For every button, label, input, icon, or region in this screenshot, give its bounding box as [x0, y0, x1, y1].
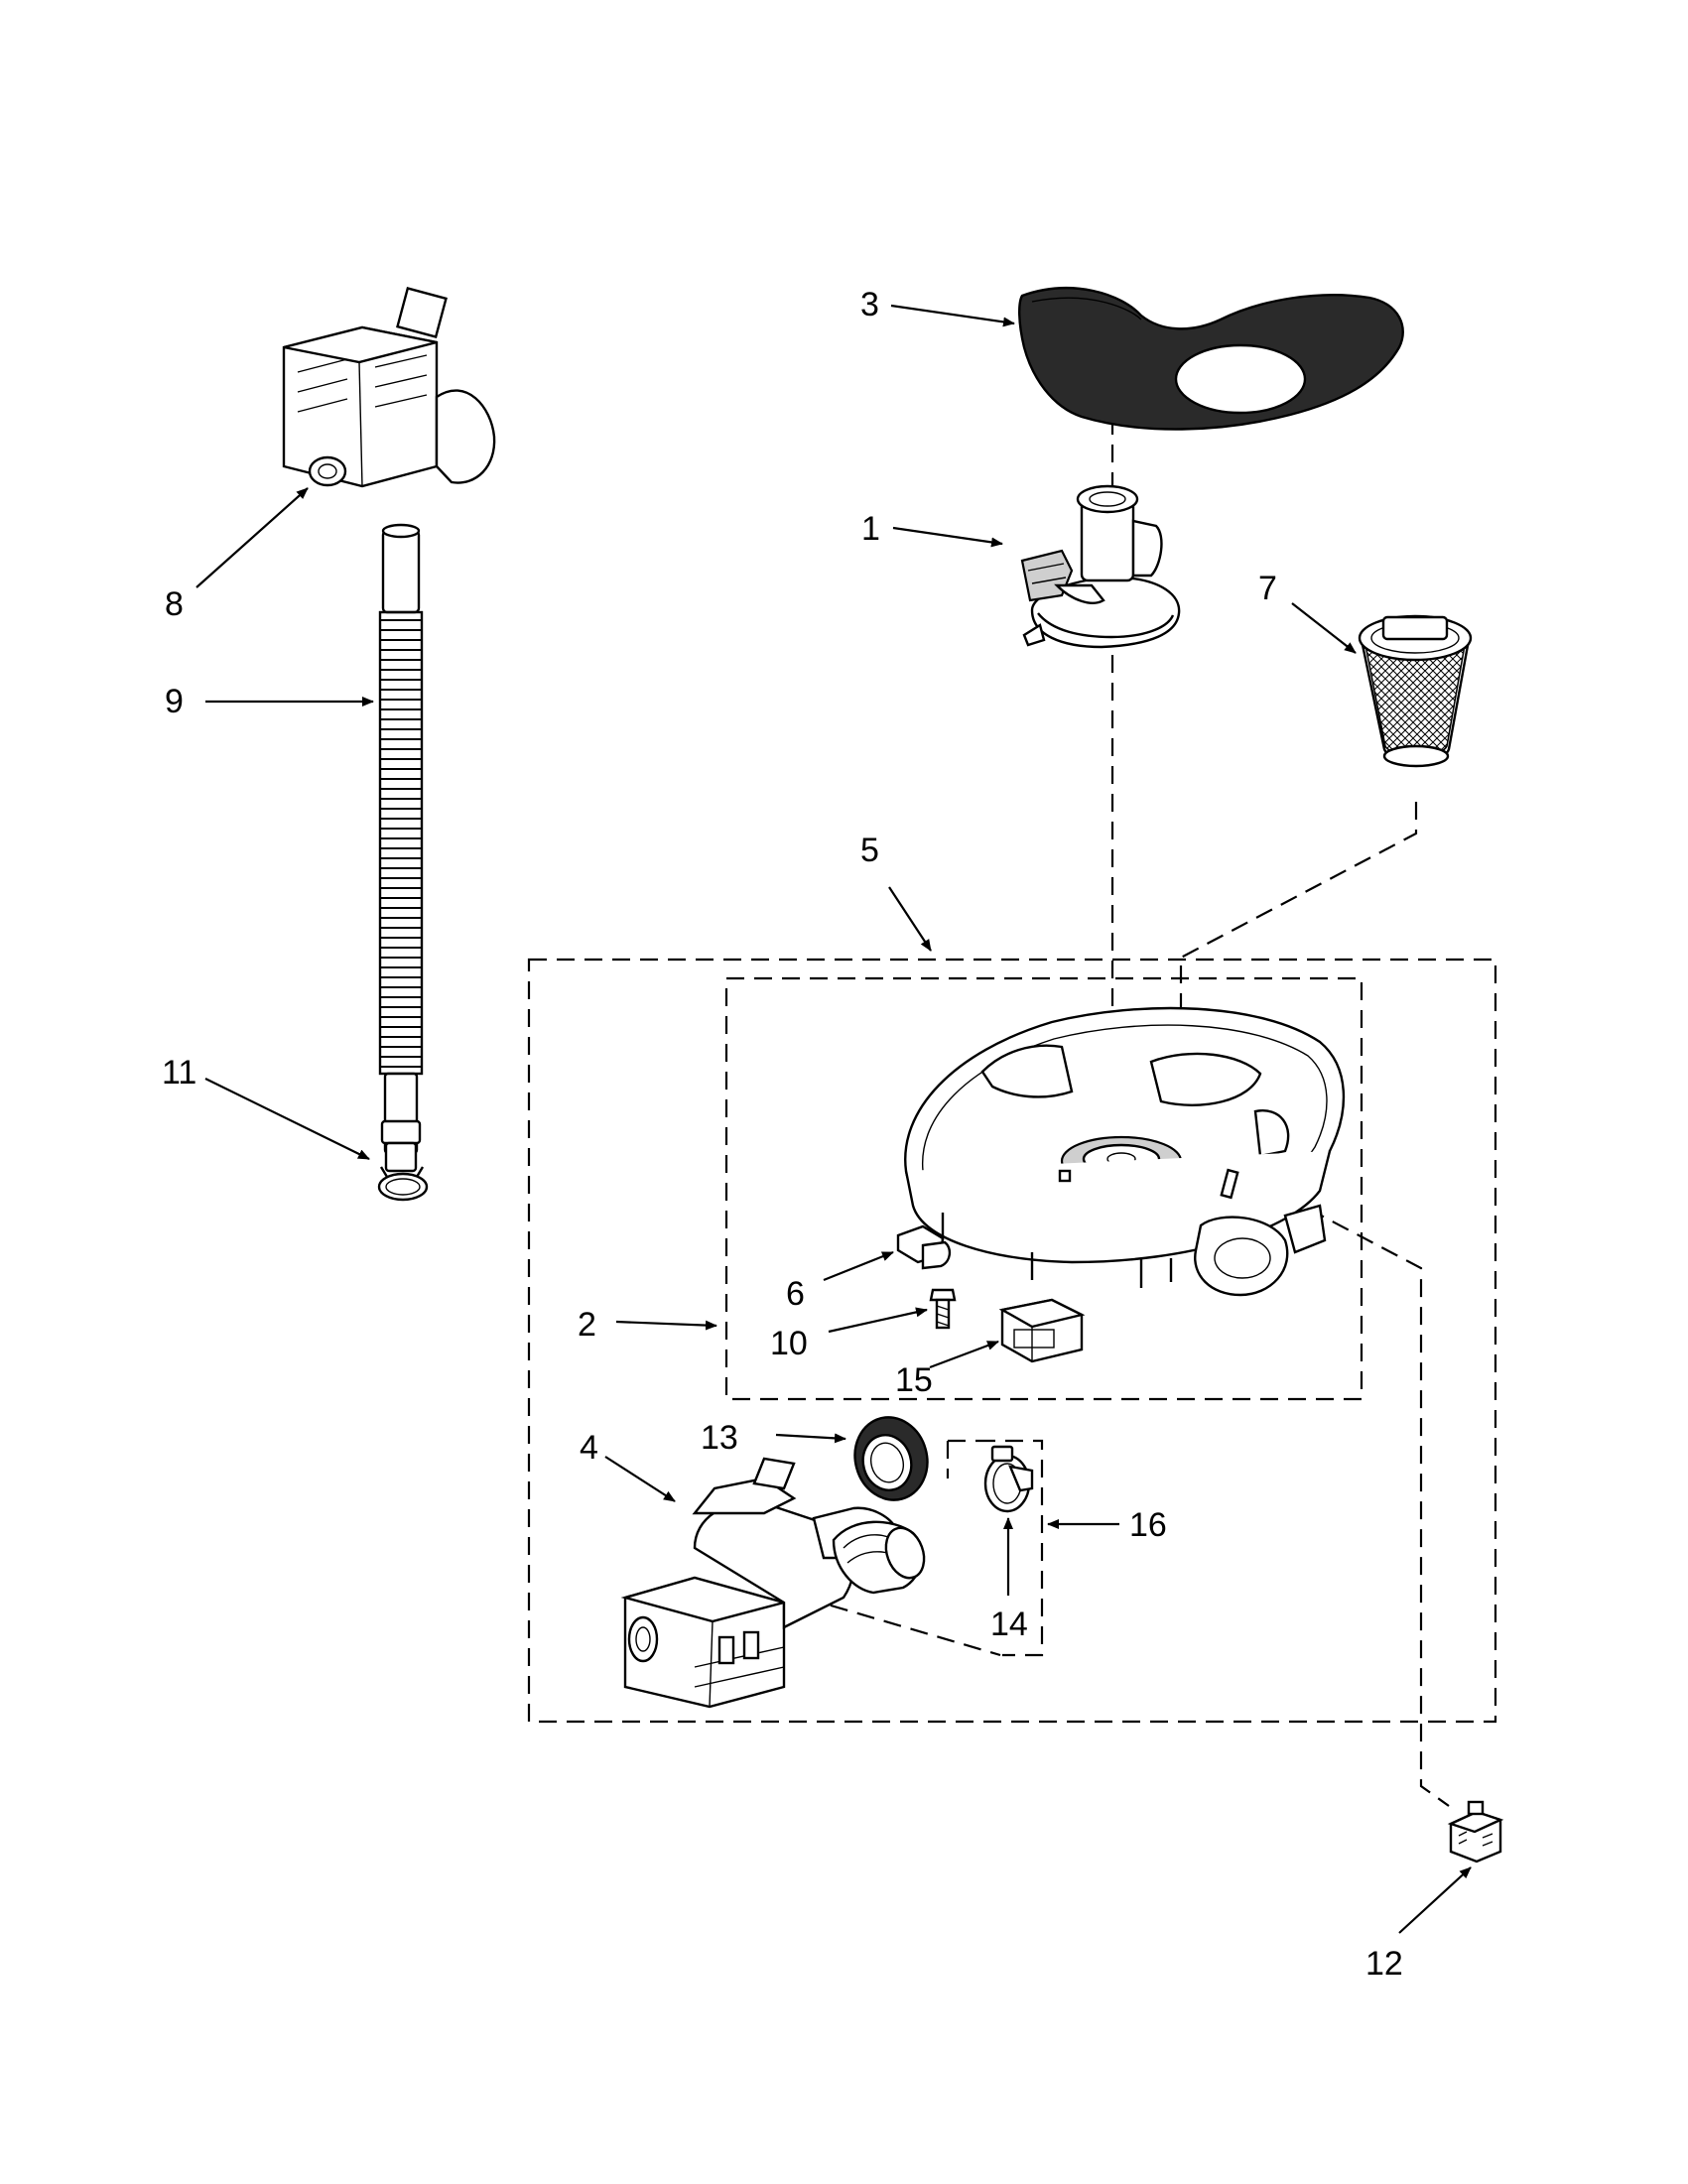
leader-12 — [1398, 1866, 1472, 1934]
callout-3: 3 — [860, 286, 879, 323]
part-15-connector — [998, 1298, 1086, 1363]
leader-1 — [892, 526, 1003, 548]
part-14-hose-clamp — [983, 1445, 1034, 1513]
callout-10: 10 — [770, 1325, 808, 1362]
part-3-filter-screen — [1018, 287, 1404, 431]
callout-13: 13 — [701, 1419, 738, 1457]
leader-13 — [775, 1433, 846, 1444]
callout-6: 6 — [786, 1275, 805, 1313]
leader-15 — [929, 1340, 999, 1369]
callout-16: 16 — [1129, 1506, 1167, 1544]
callout-12: 12 — [1365, 1945, 1403, 1983]
callout-14: 14 — [990, 1606, 1028, 1643]
sump-housing — [904, 1006, 1346, 1297]
guide-line-sump-12 — [1307, 1208, 1450, 1807]
leader-7 — [1291, 602, 1357, 654]
assembly-5-boundary — [527, 958, 1497, 1724]
callout-2: 2 — [578, 1306, 596, 1344]
part-1-chopper-assembly — [1020, 484, 1181, 649]
leader-11 — [204, 1078, 370, 1160]
part-11-clamp-ring — [377, 1166, 429, 1202]
assembly-2-boundary — [724, 976, 1363, 1401]
callout-5: 5 — [860, 832, 879, 869]
part-10-screw — [929, 1288, 957, 1330]
callout-4: 4 — [580, 1429, 598, 1467]
part-7-filter-basket — [1358, 614, 1473, 768]
leader-4 — [604, 1456, 676, 1502]
pump-to-clamp-guide — [803, 1439, 1001, 1657]
part-13-seal-ring — [853, 1416, 929, 1501]
callout-15: 15 — [895, 1361, 933, 1399]
leader-5 — [888, 886, 932, 952]
part-6-sensor — [896, 1213, 952, 1270]
guide-line-7-sump — [1179, 802, 1418, 1186]
leader-6 — [823, 1250, 894, 1282]
part-8-diverter-motor — [282, 287, 496, 488]
callout-9: 9 — [165, 683, 184, 720]
leader-10 — [828, 1307, 928, 1334]
callout-8: 8 — [165, 585, 184, 623]
leader-3 — [890, 304, 1015, 327]
callout-11: 11 — [162, 1054, 196, 1092]
leader-2 — [615, 1320, 717, 1331]
part-4-pump-motor — [620, 1457, 926, 1709]
assembly-16-bracket — [977, 1439, 1044, 1657]
callout-1: 1 — [861, 510, 880, 548]
callout-7: 7 — [1258, 570, 1277, 607]
part-9-drain-hose — [378, 523, 424, 1173]
leader-8 — [195, 487, 309, 588]
part-12-sensor — [1447, 1800, 1504, 1863]
